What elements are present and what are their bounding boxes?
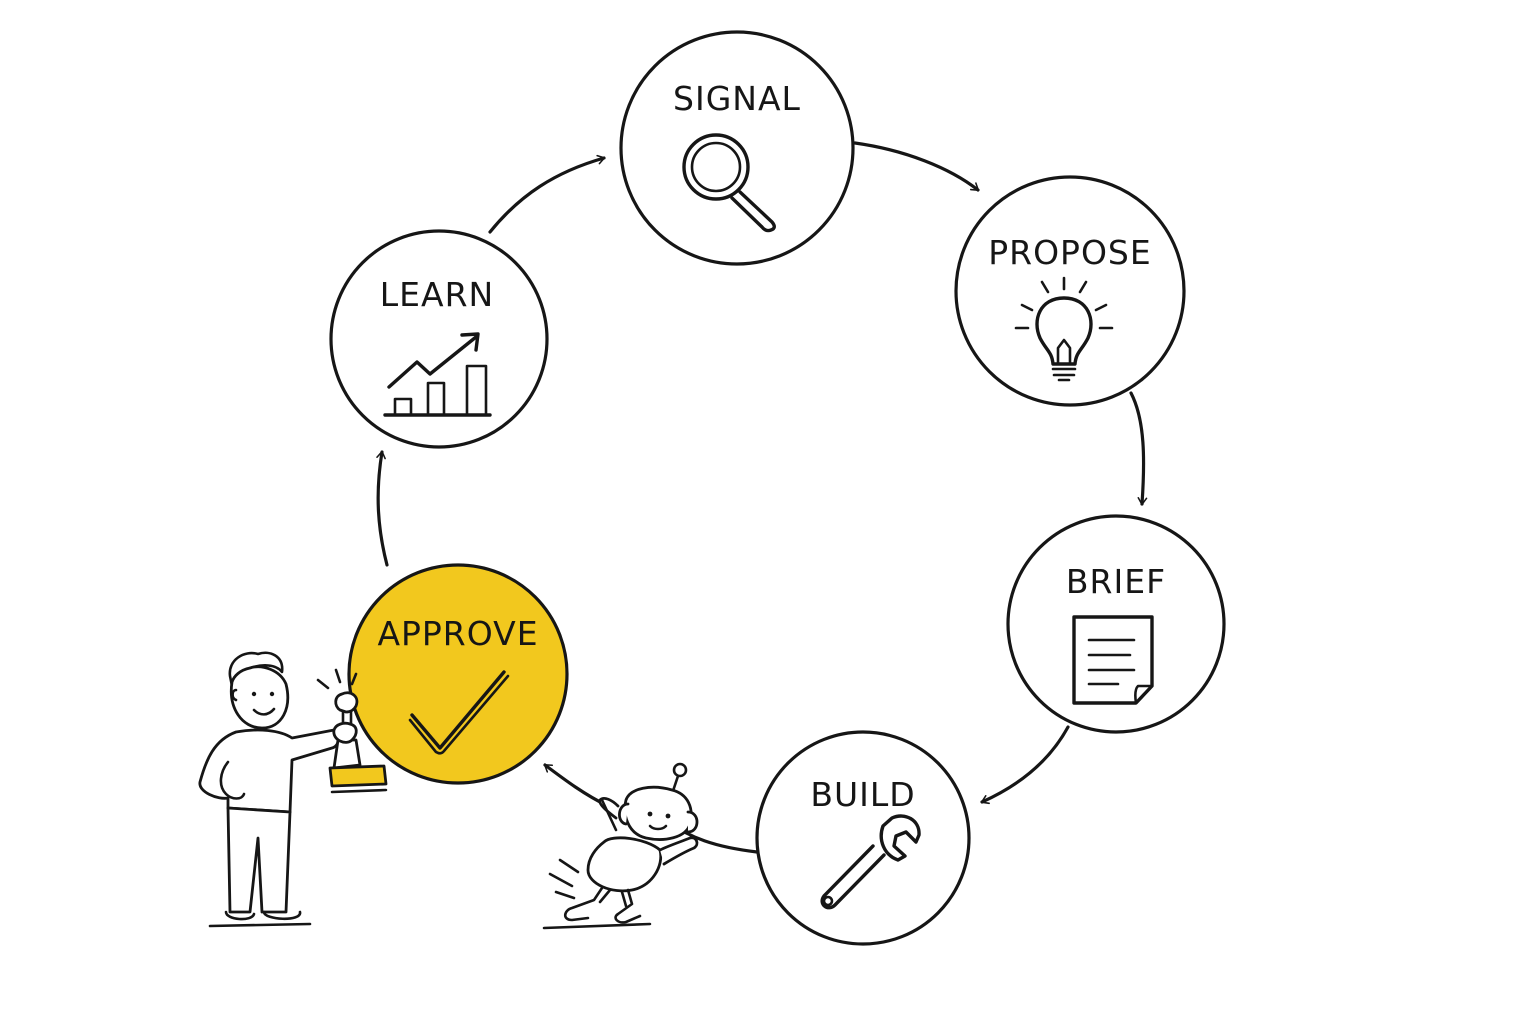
node-propose-label: PROPOSE <box>988 233 1151 272</box>
edges <box>376 141 1148 854</box>
person-with-stamp-icon <box>198 651 388 928</box>
growth-chart-icon <box>383 332 492 417</box>
node-signal-label: SIGNAL <box>673 79 801 118</box>
edge-build-approve-head <box>543 763 610 808</box>
node-approve[interactable]: APPROVE <box>347 563 569 785</box>
checkmark-icon <box>408 670 510 755</box>
edge-brief-build <box>980 725 1070 805</box>
magnifying-glass-icon <box>682 133 776 233</box>
node-brief-label: BRIEF <box>1066 562 1166 601</box>
node-signal[interactable]: SIGNAL <box>619 30 855 266</box>
node-build-label: BUILD <box>810 775 915 814</box>
edge-propose-brief <box>1129 391 1148 506</box>
node-learn-label: LEARN <box>380 275 494 314</box>
edge-approve-learn <box>376 450 389 567</box>
wrench-icon <box>820 814 921 910</box>
node-propose[interactable]: PROPOSE <box>954 175 1186 407</box>
document-icon <box>1072 615 1154 705</box>
lightbulb-icon <box>1014 276 1114 382</box>
node-approve-label: APPROVE <box>377 614 538 653</box>
robot-pulling-icon <box>542 762 699 930</box>
edge-signal-propose <box>853 141 980 192</box>
edge-learn-signal <box>488 154 606 234</box>
node-learn[interactable]: LEARN <box>329 229 549 449</box>
node-brief[interactable]: BRIEF <box>1006 514 1226 734</box>
node-build[interactable]: BUILD <box>755 730 971 946</box>
